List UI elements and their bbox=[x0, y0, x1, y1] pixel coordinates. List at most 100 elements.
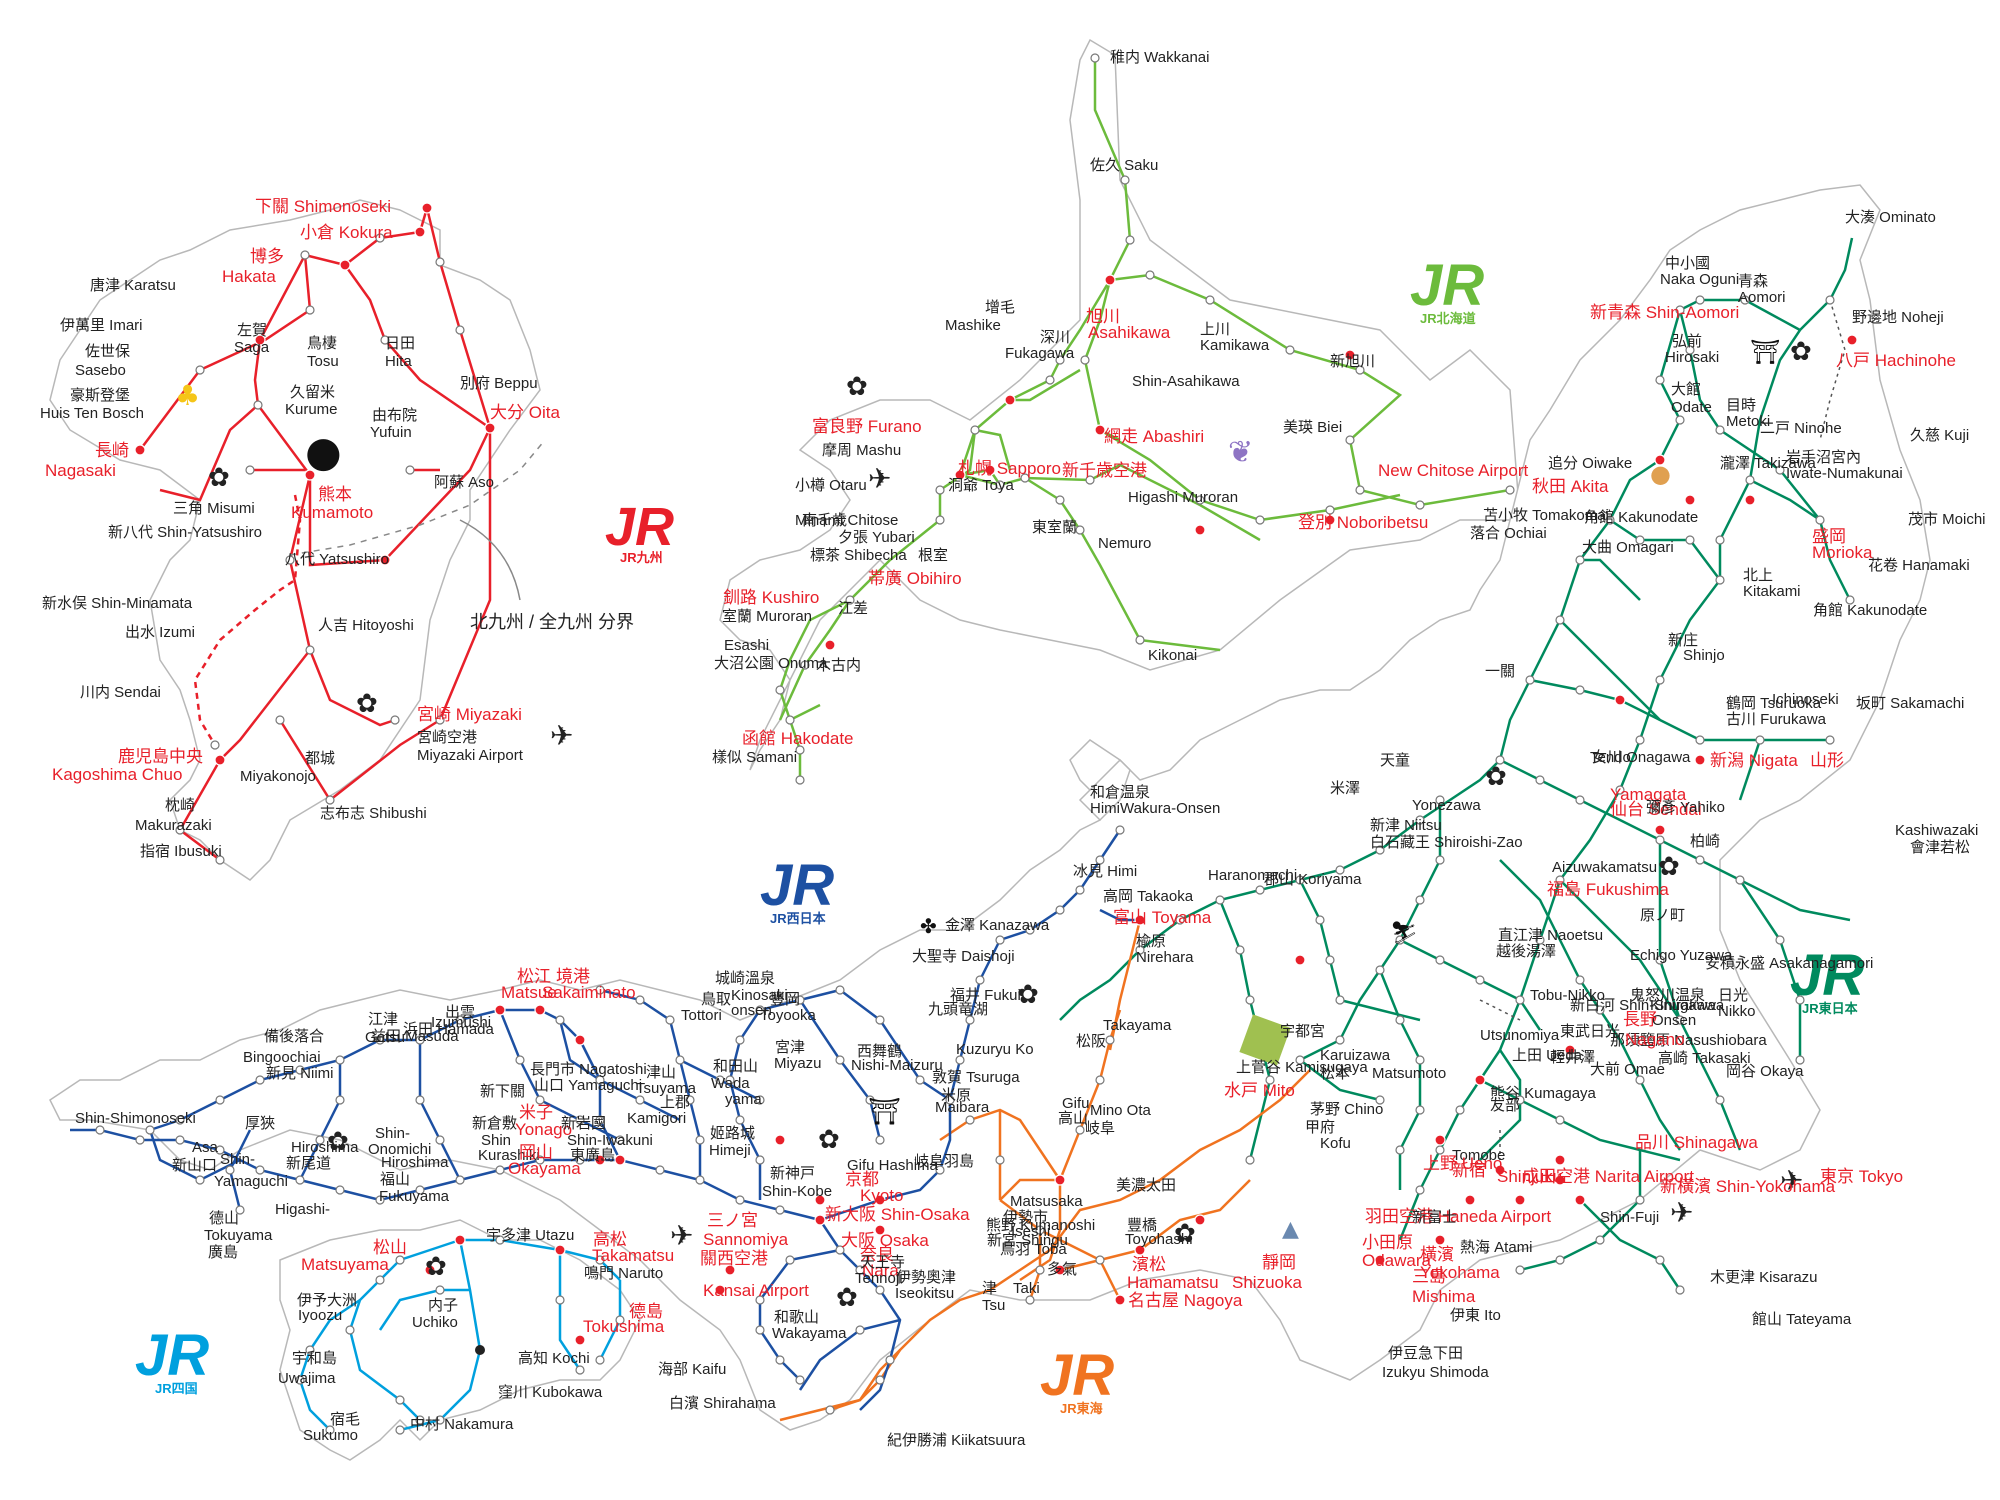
station-label-hokkaido: 上川 bbox=[1200, 321, 1230, 338]
station-label-east: 大前 Omae bbox=[1590, 1061, 1665, 1078]
station-label-east: Yonezawa bbox=[1412, 797, 1481, 814]
station-label-west: 伊勢奧津 bbox=[896, 1269, 956, 1286]
station-label-west: 米原 bbox=[941, 1087, 971, 1104]
station-label-kyushu: 三角 Misumi bbox=[173, 500, 255, 517]
station-label-central: 多氣 bbox=[1047, 1261, 1077, 1278]
station-label-west: 金澤 Kanazawa bbox=[945, 917, 1050, 934]
logo-jr-east: JR JR東日本 bbox=[1790, 943, 1864, 1016]
station-label-east: 一關 bbox=[1485, 663, 1515, 680]
station-label-kyushu: 川内 Sendai bbox=[80, 684, 161, 701]
station-label-east: Onsen bbox=[1652, 1012, 1696, 1029]
station-label-west: 江津 bbox=[368, 1011, 398, 1028]
station-label-east: Odawara bbox=[1362, 1251, 1432, 1270]
station-label-east: 新庄 bbox=[1668, 631, 1698, 649]
station-label-central: Iseshi bbox=[1011, 1223, 1050, 1240]
station-label-hokkaido: Esashi bbox=[724, 637, 769, 654]
station-label-east: Iwate-Numakunai bbox=[1786, 465, 1903, 482]
station-label-west: 三ノ宮 bbox=[707, 1211, 758, 1230]
shikoku-island bbox=[279, 1219, 641, 1461]
station-label-east: 二戸 Ninohe bbox=[1760, 420, 1842, 437]
svg-text:JR: JR bbox=[605, 497, 674, 557]
station-label-west: 豐岡 bbox=[770, 991, 800, 1008]
station-label-central: 新宮 Shingu bbox=[987, 1232, 1068, 1249]
kumamon-icon: ● bbox=[305, 427, 342, 476]
station-label-east: 花卷 Hanamaki bbox=[1868, 557, 1970, 574]
east-dashed bbox=[1479, 299, 1846, 1160]
sakura-icon: ✿ bbox=[425, 1252, 447, 1282]
station-label-west: Fukuyama bbox=[379, 1188, 450, 1205]
station-label-east: Echigo Yuzawa bbox=[1630, 947, 1733, 964]
station-label-east: 茅野 Chino bbox=[1310, 1101, 1383, 1118]
station-label-east: 久慈 Kuji bbox=[1910, 427, 1969, 444]
station-label-kyushu: Kumamoto bbox=[291, 503, 373, 522]
svg-text:JR: JR bbox=[1040, 1343, 1114, 1408]
station-label-east: Shinjuku bbox=[1497, 1167, 1562, 1186]
station-label-kyushu: 八代 Yatsushiro bbox=[285, 551, 389, 568]
station-label-west: Toyooka bbox=[760, 1007, 817, 1024]
station-label-east: 甲府 bbox=[1305, 1119, 1335, 1136]
station-label-east: 越後湯澤 bbox=[1496, 943, 1556, 960]
station-label-east: 會津若松 bbox=[1910, 839, 1970, 856]
station-label-east: 北上 bbox=[1743, 567, 1773, 584]
station-label-east: 熊谷 Kumagaya bbox=[1490, 1085, 1597, 1102]
station-label-kyushu: 宮崎 Miyazaki bbox=[417, 705, 522, 724]
airplane-icon: ✈ bbox=[868, 462, 891, 495]
station-label-west: Tottori bbox=[681, 1007, 722, 1024]
station-label-east: Tomobe bbox=[1452, 1147, 1505, 1164]
station-label-east: 青森 bbox=[1738, 273, 1768, 290]
svg-text:JR: JR bbox=[760, 853, 834, 918]
station-label-west: Shin-Shimonoseki bbox=[75, 1110, 196, 1127]
station-label-shikoku: 松山 bbox=[373, 1238, 407, 1257]
station-label-shikoku: Takamatsu bbox=[592, 1246, 674, 1265]
station-label-east: 白石藏王 Shiroishi-Zao bbox=[1370, 834, 1523, 851]
station-label-central: 豐橋 bbox=[1127, 1217, 1157, 1234]
station-label-kyushu: 佐世保 bbox=[85, 343, 130, 360]
station-label-central: 紀伊勝浦 Kiikatsuura bbox=[887, 1432, 1026, 1449]
station-label-kyushu: 新八代 Shin-Yatsushiro bbox=[108, 524, 262, 541]
station-label-east: 上田 Ueda bbox=[1512, 1047, 1583, 1064]
station-label-east: 品川 Shinagawa bbox=[1635, 1133, 1758, 1152]
station-label-kyushu: Hakata bbox=[222, 267, 276, 286]
station-label-kyushu: 大分 Oita bbox=[490, 403, 560, 422]
station-label-central: Shizuoka bbox=[1232, 1273, 1302, 1292]
station-label-east: 仙台 Sendai bbox=[1610, 800, 1702, 819]
station-label-central: 靜岡 bbox=[1262, 1253, 1296, 1272]
airplane-icon: ✈ bbox=[1780, 1164, 1803, 1197]
station-label-west: 浜田 Hamada bbox=[403, 1021, 495, 1038]
sakura-icon: ✿ bbox=[846, 372, 868, 402]
station-label-west: Maibara bbox=[935, 1099, 990, 1116]
station-label-shikoku: 内子 bbox=[428, 1297, 458, 1314]
station-label-east: 目時 bbox=[1726, 397, 1756, 414]
station-label-east: 彌彥 Yahiko bbox=[1646, 798, 1725, 816]
station-label-west: Matsue bbox=[501, 983, 557, 1002]
station-label-central: Mino Ota bbox=[1090, 1102, 1152, 1119]
station-label-central: 松阪 bbox=[1076, 1033, 1106, 1050]
sakura-icon: ✿ bbox=[327, 1127, 349, 1157]
station-label-west: Kyoto bbox=[860, 1186, 903, 1205]
station-label-east: 小田原 bbox=[1362, 1233, 1413, 1252]
station-label-west: 新大阪 Shin-Osaka bbox=[825, 1205, 970, 1224]
station-label-kyushu: 小倉 Kokura bbox=[300, 223, 393, 242]
station-label-kyushu: Tosu bbox=[307, 353, 339, 370]
station-label-west: 上郡 bbox=[660, 1094, 690, 1111]
station-label-west: 敦賀 Tsuruga bbox=[932, 1069, 1020, 1086]
station-label-west: Okayama bbox=[508, 1159, 581, 1178]
sakura-icon: ✿ bbox=[208, 463, 230, 493]
station-label-east: 新青森 Shin-Aomori bbox=[1590, 303, 1739, 322]
station-label-west: Sakaiminato bbox=[542, 983, 636, 1002]
station-label-east: 宇都宮 bbox=[1280, 1023, 1325, 1040]
station-label-east: Kofu bbox=[1320, 1135, 1351, 1152]
kochi-dot bbox=[475, 1345, 485, 1355]
station-label-kyushu: 伊萬里 Imari bbox=[60, 317, 143, 334]
station-label-west: Kansai Airport bbox=[703, 1281, 809, 1300]
svg-text:JR西日本: JR西日本 bbox=[770, 911, 826, 926]
station-label-east: Kinugawa bbox=[1650, 997, 1717, 1014]
boundary-arrow bbox=[459, 519, 521, 601]
station-label-hokkaido: 根室 bbox=[918, 547, 948, 564]
station-label-east: 直江津 Naoetsu bbox=[1498, 927, 1603, 944]
station-label-kyushu: 新水俣 Shin-Minamata bbox=[42, 595, 193, 612]
station-label-west: Tsuyama bbox=[636, 1080, 697, 1097]
station-label-shikoku: 伊予大洲 bbox=[297, 1292, 357, 1309]
station-label-east: 大館 bbox=[1671, 381, 1701, 398]
